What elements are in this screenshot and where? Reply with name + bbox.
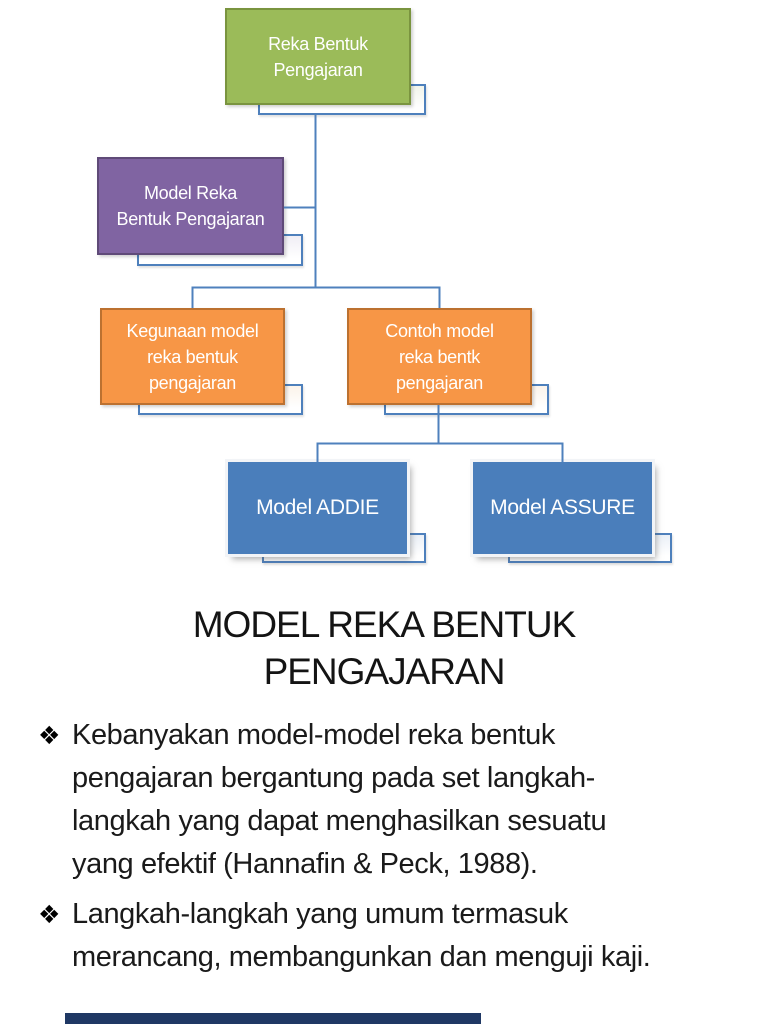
diagram-node-model-addie: Model ADDIE [228, 462, 407, 554]
diamond-bullet-icon: ❖ [38, 721, 61, 750]
diagram-node-reka-bentuk-pengajaran: Reka Bentuk Pengajaran [225, 8, 411, 105]
diagram-node-model-assure: Model ASSURE [473, 462, 652, 554]
diagram-node-contoh-model: Contoh model reka bentk pengajaran [347, 308, 532, 405]
bullet-list: ❖ Kebanyakan model-model reka bentuk pen… [38, 714, 738, 986]
bullet-item: ❖ Langkah-langkah yang umum termasuk mer… [38, 893, 738, 979]
node-label: Model ADDIE [256, 496, 379, 519]
footer-accent-bar [65, 1013, 481, 1024]
node-label: Model Reka Bentuk Pengajaran [116, 183, 265, 229]
node-label: Reka Bentuk Pengajaran [268, 33, 368, 80]
bullet-text: Kebanyakan model-model reka bentuk penga… [72, 719, 607, 880]
bullet-item: ❖ Kebanyakan model-model reka bentuk pen… [38, 714, 738, 886]
node-label: Model ASSURE [490, 496, 635, 519]
diagram-node-model-reka-bentuk: Model Reka Bentuk Pengajaran [97, 157, 284, 255]
page-title: MODEL REKA BENTUK PENGAJARAN [192, 604, 577, 692]
bullet-text: Langkah-langkah yang umum termasuk meran… [72, 898, 651, 973]
node-label: Contoh model reka bentk pengajaran [385, 320, 494, 393]
diamond-bullet-icon: ❖ [38, 900, 61, 929]
node-label: Kegunaan model reka bentuk pengajaran [126, 320, 259, 393]
diagram-node-kegunaan-model: Kegunaan model reka bentuk pengajaran [100, 308, 285, 405]
